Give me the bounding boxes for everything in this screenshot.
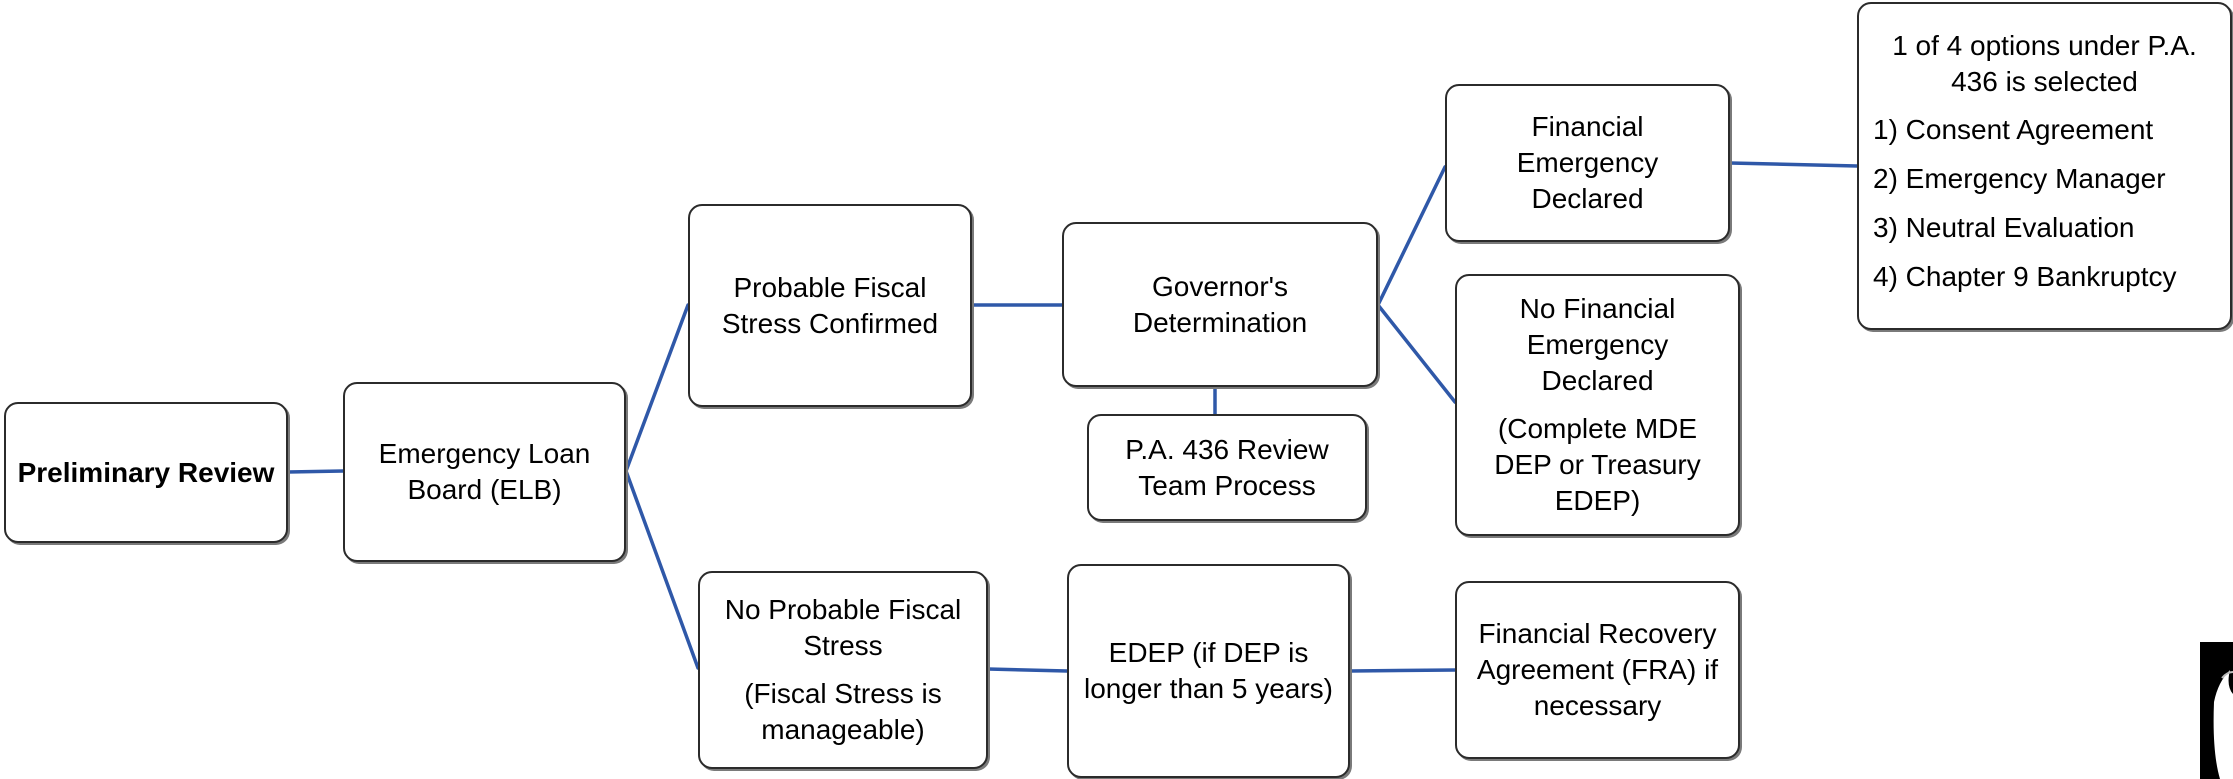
- treasury-logo: [2200, 642, 2233, 779]
- no-financial-emergency-note: (Complete MDE DEP or Treasury EDEP): [1494, 413, 1701, 516]
- no-financial-emergency-label: No Financial Emergency Declared: [1519, 293, 1676, 396]
- options-header: 1 of 4 options under P.A. 436 is selecte…: [1892, 30, 2197, 97]
- governors-determination-box: Governor's Determination: [1062, 222, 1378, 387]
- financial-emergency-declared-box: Financial Emergency Declared: [1445, 84, 1730, 242]
- emergency-loan-board-label: Emergency Loan Board (ELB): [378, 438, 591, 505]
- connector-edep-to-fra: [1348, 668, 1457, 673]
- probable-fiscal-stress-label: Probable Fiscal Stress Confirmed: [721, 271, 939, 339]
- connector-governor-to-no-emergency: [1376, 303, 1457, 404]
- financial-emergency-declared-label: Financial Emergency Declared: [1516, 111, 1659, 214]
- governors-determination-label: Governor's Determination: [1132, 270, 1308, 338]
- emergency-loan-board-box: Emergency Loan Board (ELB): [343, 382, 626, 562]
- connector-no-probable-to-edep: [986, 667, 1069, 673]
- option-neutral-evaluation: 3) Neutral Evaluation: [1873, 212, 2135, 243]
- option-chapter-9-bankruptcy: 4) Chapter 9 Bankruptcy: [1873, 261, 2177, 292]
- connector-elb-to-probable: [624, 303, 690, 473]
- connector-elb-to-no-probable: [624, 469, 700, 670]
- no-probable-fiscal-stress-box: No Probable Fiscal Stress (Fiscal Stress…: [698, 571, 988, 769]
- edep-label: EDEP (if DEP is longer than 5 years): [1083, 637, 1334, 704]
- connector-governor-to-emergency: [1376, 165, 1447, 307]
- preliminary-review-label: Preliminary Review: [17, 456, 275, 488]
- pa-436-options-box: 1 of 4 options under P.A. 436 is selecte…: [1857, 2, 2232, 330]
- probable-fiscal-stress-box: Probable Fiscal Stress Confirmed: [688, 204, 972, 407]
- connector-emergency-to-options: [1728, 161, 1859, 168]
- review-team-process-label: P.A. 436 Review Team Process: [1125, 433, 1329, 501]
- financial-recovery-agreement-box: Financial Recovery Agreement (FRA) if ne…: [1455, 581, 1740, 759]
- edep-box: EDEP (if DEP is longer than 5 years): [1067, 564, 1350, 778]
- no-probable-fiscal-stress-note: (Fiscal Stress is manageable): [744, 678, 942, 745]
- preliminary-review-box: Preliminary Review: [4, 402, 288, 543]
- option-emergency-manager: 2) Emergency Manager: [1873, 163, 2166, 194]
- no-financial-emergency-box: No Financial Emergency Declared (Complet…: [1455, 274, 1740, 536]
- financial-recovery-agreement-label: Financial Recovery Agreement (FRA) if ne…: [1476, 618, 1719, 721]
- option-consent-agreement: 1) Consent Agreement: [1873, 114, 2154, 145]
- review-team-process-box: P.A. 436 Review Team Process: [1087, 414, 1367, 521]
- no-probable-fiscal-stress-label: No Probable Fiscal Stress: [724, 594, 962, 661]
- connector-preliminary-to-elb: [286, 469, 345, 474]
